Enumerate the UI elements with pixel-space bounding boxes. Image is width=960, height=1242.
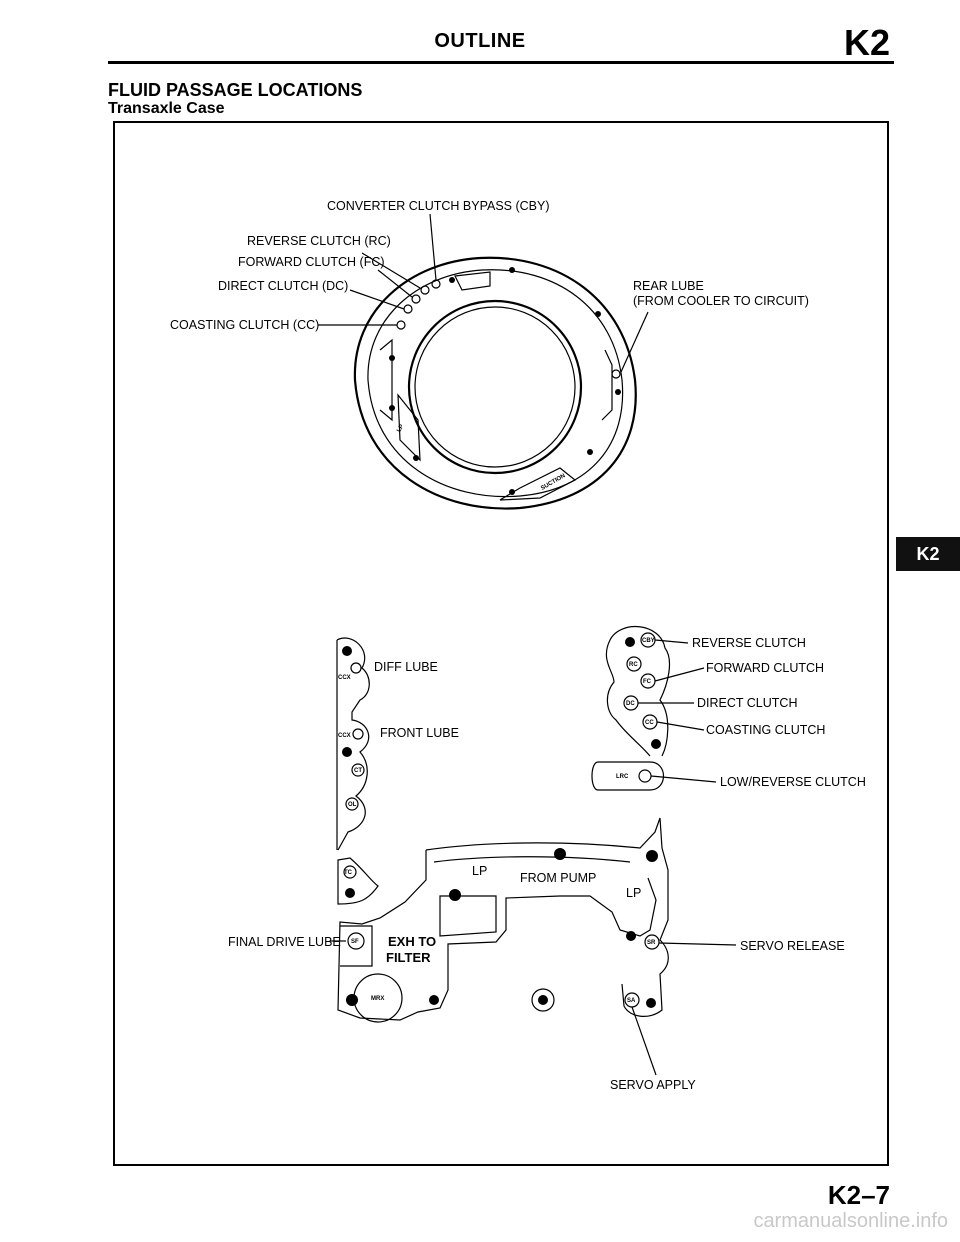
port-mark-ccx-2: CCX xyxy=(338,733,351,739)
label-forward-clutch: FORWARD CLUTCH xyxy=(706,661,824,675)
diff-lube-port xyxy=(350,662,362,674)
label-diff-lube: DIFF LUBE xyxy=(374,660,438,674)
label-coasting-clutch: COASTING CLUTCH xyxy=(706,723,825,737)
label-servo-apply: SERVO APPLY xyxy=(610,1078,696,1092)
port-mark-lp: LP xyxy=(396,424,405,434)
port-mark-tc: TC xyxy=(344,870,353,876)
leader-rear-lube xyxy=(620,311,649,373)
port-mark-rc: RC xyxy=(629,662,638,668)
label-direct-clutch: DIRECT CLUTCH xyxy=(697,696,797,710)
lube-passage-outline xyxy=(336,637,370,851)
figure-frame xyxy=(113,121,889,1166)
label-from-pump: FROM PUMP xyxy=(520,871,596,885)
label-final-drive-lube: FINAL DRIVE LUBE xyxy=(228,935,341,949)
leader-dc xyxy=(349,289,405,310)
leader-forward-clutch xyxy=(654,667,705,682)
port-mark-ct: CT xyxy=(354,768,362,774)
label-rc: REVERSE CLUTCH (RC) xyxy=(247,234,391,248)
leader-fc xyxy=(377,269,413,298)
label-servo-release: SERVO RELEASE xyxy=(740,939,845,953)
clutch-port-outline xyxy=(591,626,671,791)
page-header-code: K2 xyxy=(843,22,890,63)
port-mark-fc: FC xyxy=(643,679,652,685)
port-mark-cby: CBY xyxy=(642,638,655,644)
label-fc: FORWARD CLUTCH (FC) xyxy=(238,255,385,269)
label-rear-lube-2: (FROM COOLER TO CIRCUIT) xyxy=(633,294,809,308)
port-mark-ccx-1: CCX xyxy=(338,675,351,681)
port-mark-sf: SF xyxy=(351,939,359,945)
label-cc: COASTING CLUTCH (CC) xyxy=(170,318,319,332)
label-lp-1: LP xyxy=(472,864,487,878)
header-rule xyxy=(108,61,894,64)
label-low-reverse-clutch: LOW/REVERSE CLUTCH xyxy=(720,775,866,789)
label-filter: FILTER xyxy=(386,950,431,965)
watermark: carmanualsonline.info xyxy=(753,1210,948,1232)
port-mark-sr: SR xyxy=(647,940,656,946)
leader-coasting-clutch xyxy=(656,721,705,731)
label-reverse-clutch: REVERSE CLUTCH xyxy=(692,636,806,650)
label-rear-lube-1: REAR LUBE xyxy=(633,279,704,293)
port-mark-sa: SA xyxy=(627,998,636,1004)
label-exh-to: EXH TO xyxy=(388,934,436,949)
label-cby: CONVERTER CLUTCH BYPASS (CBY) xyxy=(327,199,550,213)
label-front-lube: FRONT LUBE xyxy=(380,726,459,740)
leader-servo-apply xyxy=(631,1006,657,1076)
label-lp-2: LP xyxy=(626,886,641,900)
port-mark-lrc: LRC xyxy=(616,774,629,780)
section-subtitle: Transaxle Case xyxy=(108,100,225,117)
leader-servo-release xyxy=(658,942,737,946)
leader-rc xyxy=(361,252,421,289)
port-mark-dc: DC xyxy=(626,701,635,707)
front-lube-port xyxy=(352,728,364,740)
label-dc: DIRECT CLUTCH (DC) xyxy=(218,279,348,293)
section-title: FLUID PASSAGE LOCATIONS xyxy=(108,80,363,100)
port-mark-cc: CC xyxy=(645,720,654,726)
leader-low-reverse-clutch xyxy=(650,775,717,783)
port-mark-ol: OL xyxy=(348,802,357,808)
section-tab: K2 xyxy=(896,537,960,571)
page-header-title: OUTLINE xyxy=(434,30,526,52)
pump-passage-outline xyxy=(337,817,669,1023)
port-mark-mrx: MRX xyxy=(371,996,384,1002)
transaxle-case-ring xyxy=(353,256,637,510)
leader-cby xyxy=(429,213,437,281)
leader-reverse-clutch xyxy=(654,639,689,644)
page-number: K2–7 xyxy=(827,1180,890,1210)
